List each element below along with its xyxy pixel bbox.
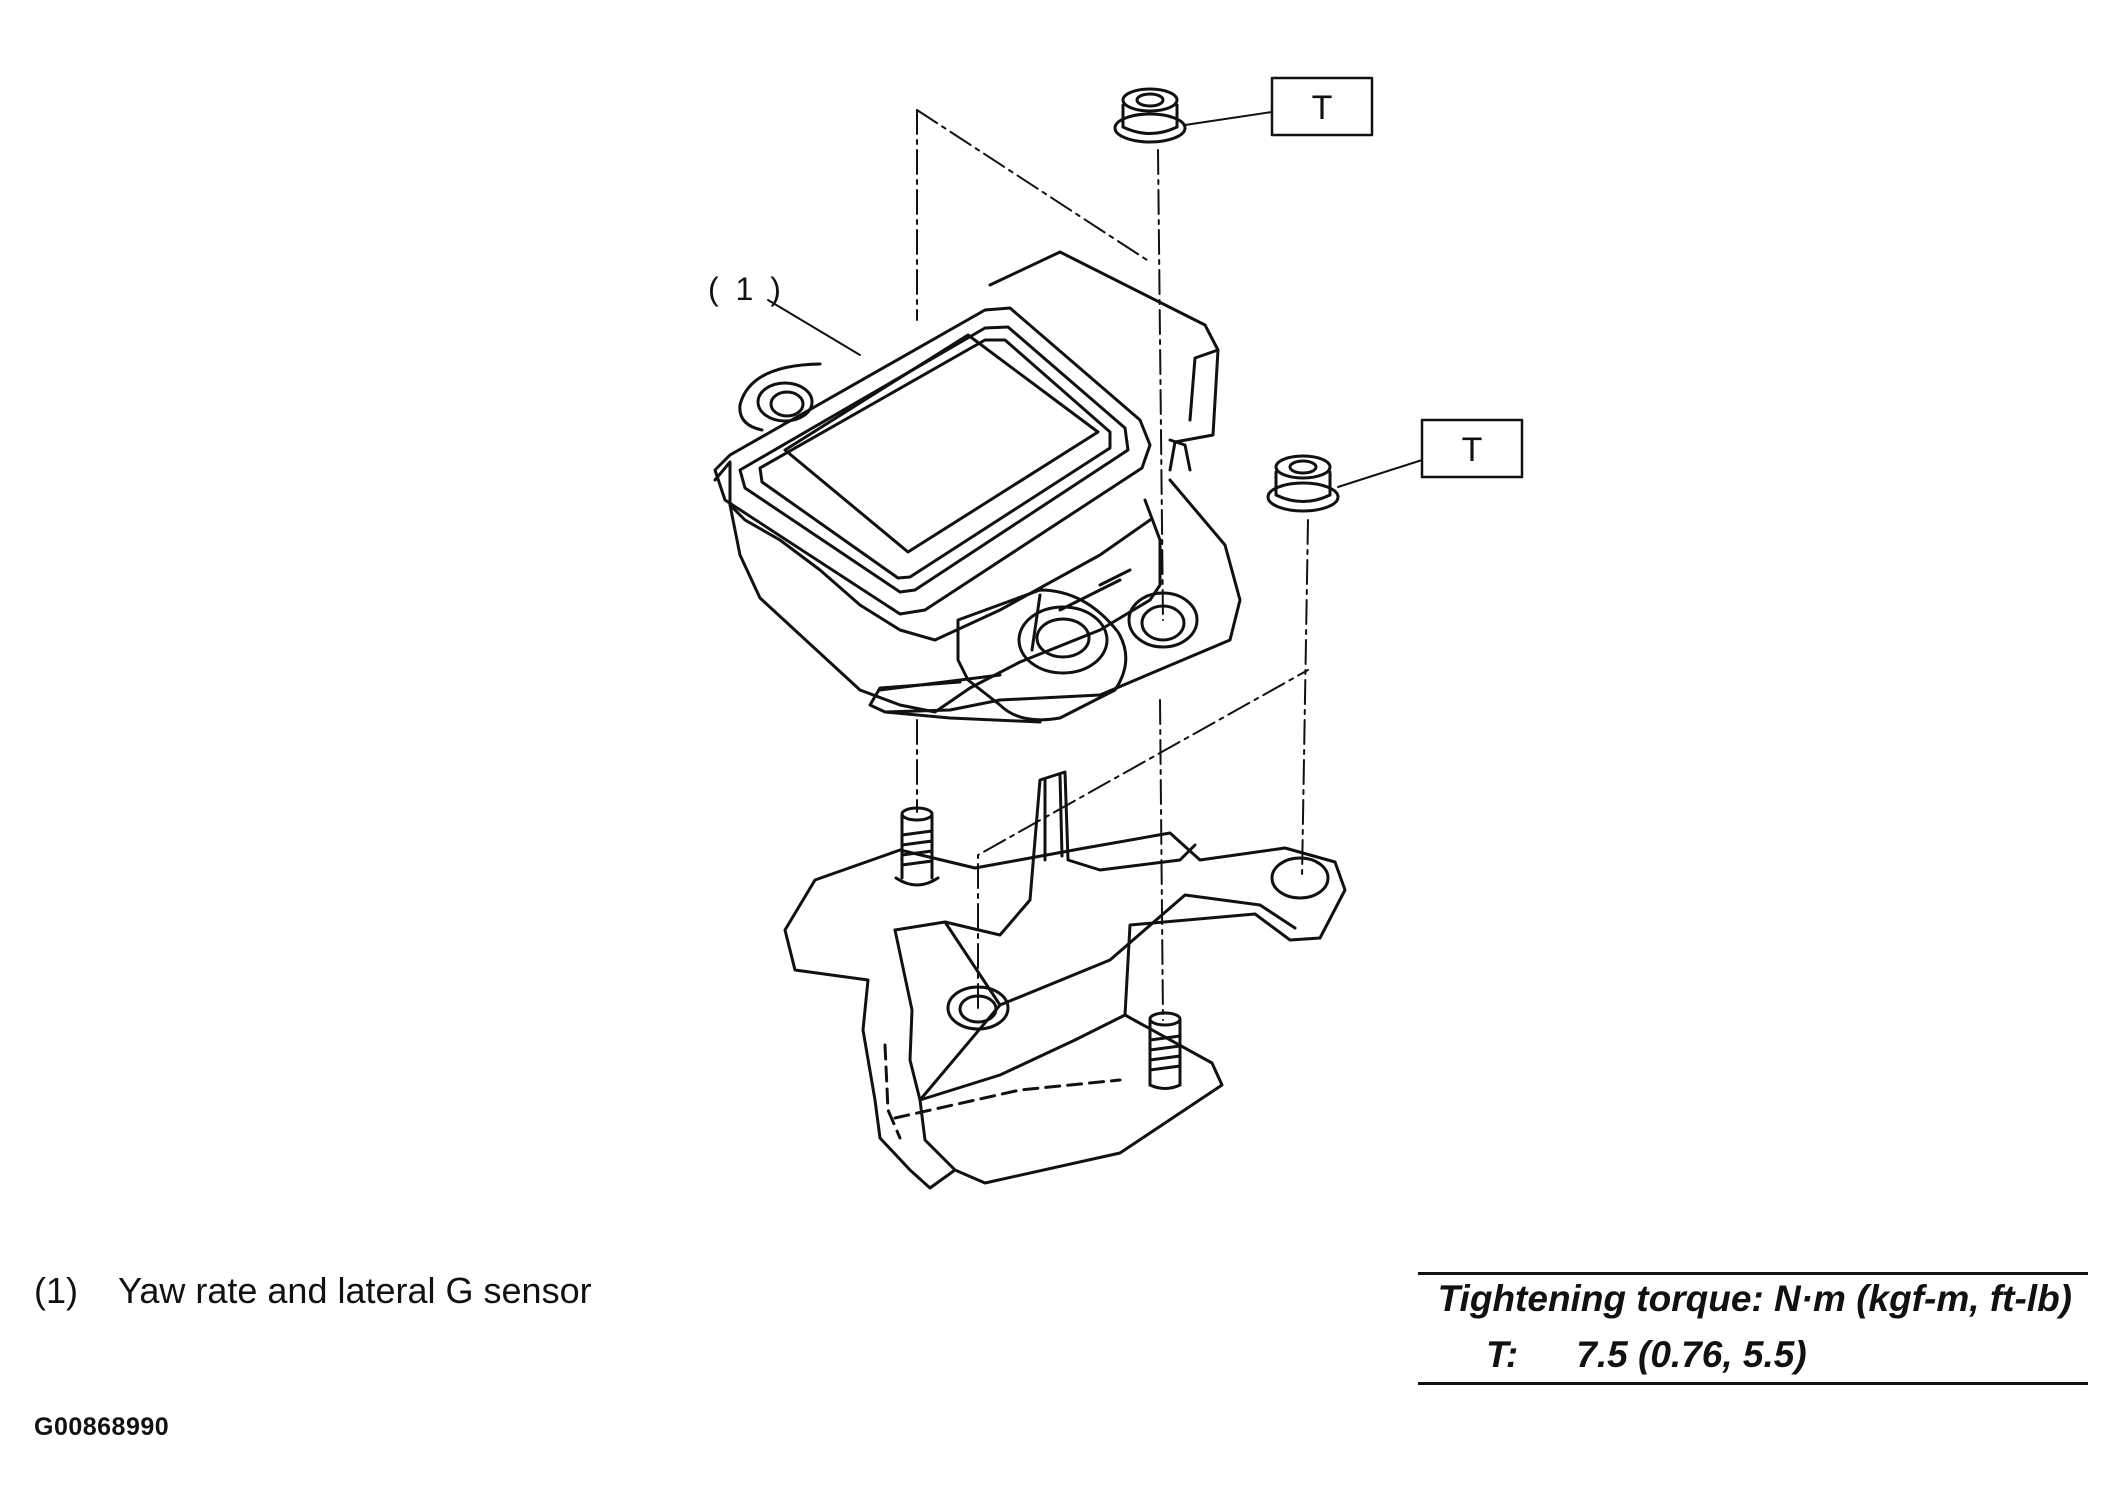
legend-description: Yaw rate and lateral G sensor: [118, 1270, 592, 1311]
nut-right: [1266, 454, 1340, 513]
torque-rule-bottom: [1418, 1382, 2088, 1385]
mounting-bracket: [783, 770, 1347, 1190]
left-stud: [894, 806, 940, 887]
torque-symbol-upper: T: [1312, 89, 1333, 127]
right-stud: [1148, 1011, 1182, 1090]
yaw-rate-sensor: [713, 250, 1242, 724]
torque-table-title: Tightening torque: N·m (kgf-m, ft-lb): [1437, 1278, 2072, 1319]
callout-label-1: ( 1 ): [708, 271, 785, 307]
alignment-lines: [916, 109, 1309, 1021]
legend-number: (1): [34, 1270, 78, 1311]
nut-upper: [1113, 87, 1187, 144]
torque-box-right: [1420, 418, 1524, 479]
torque-row-value: 7.5 (0.76, 5.5): [1576, 1334, 1807, 1375]
figure-code: G00868990: [34, 1413, 170, 1441]
torque-table-row: T: 7.5 (0.76, 5.5): [1486, 1334, 1807, 1376]
leader-lines: [767, 111, 1423, 488]
torque-symbol-right: T: [1462, 431, 1483, 469]
torque-row-symbol: T:: [1486, 1334, 1519, 1375]
torque-rule-top: [1418, 1272, 2088, 1275]
torque-box-upper: [1270, 76, 1374, 137]
